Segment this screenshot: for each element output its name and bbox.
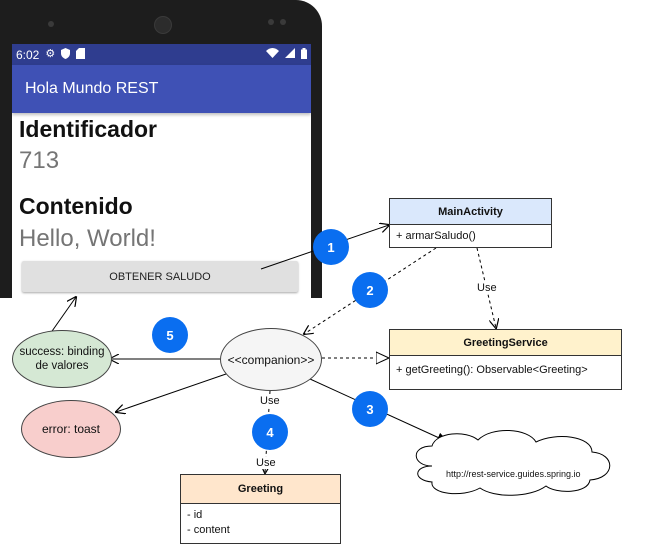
greeting-title: Greeting: [181, 475, 340, 504]
signal-icon: [285, 48, 295, 61]
success-node: success: binding de valores: [12, 330, 112, 388]
connector-companion-error: [116, 373, 227, 412]
step-badge-1: 1: [313, 229, 349, 265]
step-badge-4: 4: [252, 414, 288, 450]
mainactivity-title: MainActivity: [390, 199, 551, 225]
greeting-class: Greeting - id - content: [180, 474, 341, 544]
app-title: Hola Mundo REST: [25, 80, 159, 97]
identificador-label: Identificador: [19, 116, 158, 142]
mainactivity-members: + armarSaludo(): [396, 230, 476, 242]
phone-speaker: [154, 16, 172, 34]
cloud-url-label: http://rest-service.guides.spring.io: [446, 469, 581, 479]
sd-card-icon: [76, 47, 86, 62]
status-bar: 6:02 ⚙: [12, 44, 311, 65]
sensor-dot: [268, 19, 274, 25]
greetingservice-title: GreetingService: [390, 330, 621, 356]
companion-node: <<companion>>: [220, 328, 322, 391]
app-bar: Hola Mundo REST: [12, 65, 311, 113]
error-node: error: toast: [21, 400, 121, 458]
contenido-value: Hello, World!: [19, 225, 156, 252]
obtener-saludo-button[interactable]: OBTENER SALUDO: [22, 261, 298, 292]
use-label: Use: [259, 395, 281, 407]
greetingservice-members: + getGreeting(): Observable<Greeting>: [396, 364, 588, 376]
battery-icon: [301, 47, 307, 62]
use-label: Use: [476, 282, 498, 294]
phone-screen: 6:02 ⚙ Hola Mundo REST: [12, 44, 311, 298]
identificador-value: 713: [19, 147, 60, 174]
step-badge-2: 2: [352, 272, 388, 308]
mainactivity-class: MainActivity + armarSaludo(): [389, 198, 552, 248]
wifi-icon: [266, 48, 279, 61]
cloud-shape: [415, 429, 611, 496]
sensor-dot: [280, 19, 286, 25]
gear-icon: ⚙: [45, 48, 56, 60]
phone-frame: 6:02 ⚙ Hola Mundo REST: [0, 0, 322, 298]
contenido-label: Contenido: [19, 193, 133, 219]
use-label: Use: [255, 457, 277, 469]
greeting-members: - id - content: [187, 509, 230, 536]
connector-success-phone: [49, 297, 76, 335]
camera-dot: [48, 21, 54, 27]
shield-icon: [61, 47, 71, 62]
status-time: 6:02: [16, 47, 40, 62]
step-badge-3: 3: [352, 391, 388, 427]
step-badge-5: 5: [152, 317, 188, 353]
greetingservice-class: GreetingService + getGreeting(): Observa…: [389, 329, 622, 390]
